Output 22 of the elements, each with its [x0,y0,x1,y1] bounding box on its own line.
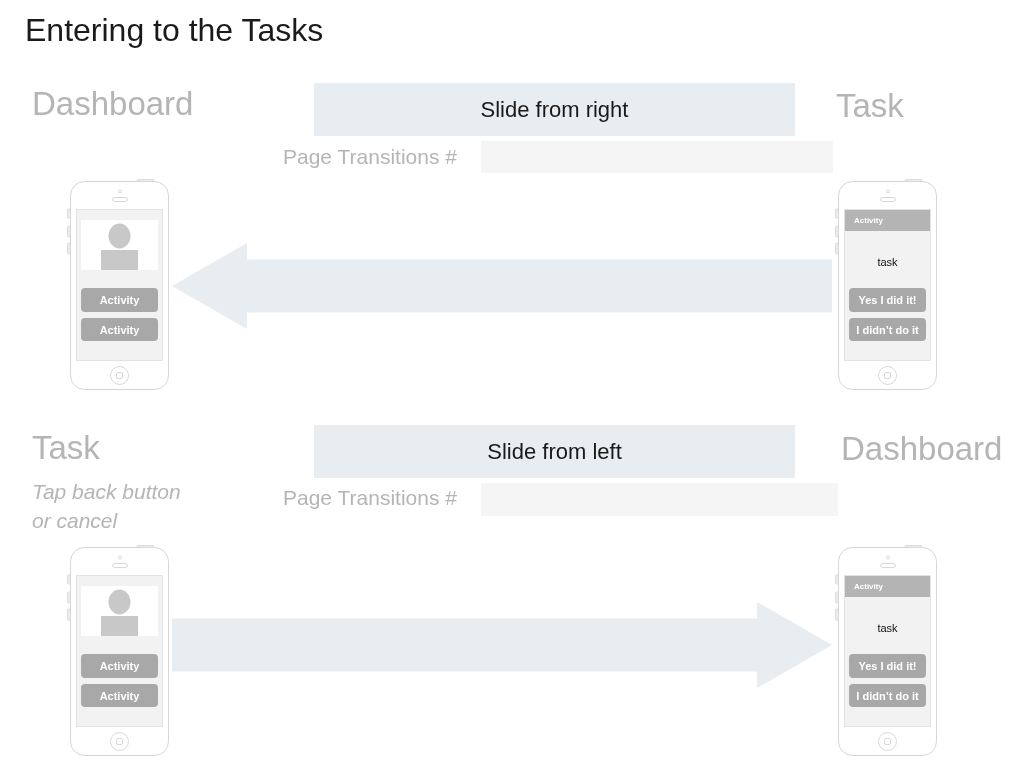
diagram-title: Entering to the Tasks [25,13,324,49]
action-button: Yes I did it! [849,288,926,312]
screen-title: Task [32,430,100,467]
action-button: Activity [81,288,158,312]
header-bar: Activity [845,210,930,231]
screen-title: Dashboard [32,86,194,123]
task-text: task [877,622,898,636]
screen-title: Dashboard [841,431,1003,468]
instruction-note: Tap back button or cancel [32,479,182,534]
task-text: task [877,256,898,270]
action-button: I didn’t do it [849,684,926,707]
field-label: Page Transitions # [283,485,457,511]
transition-banner: Slide from right [314,83,795,136]
field-label: Page Transitions # [283,144,457,170]
action-button: Activity [81,318,158,341]
action-button: Activity [81,654,158,678]
screen-title: Task [836,88,904,125]
transition-banner: Slide from left [314,425,795,478]
action-button: Activity [81,684,158,707]
action-button: Yes I did it! [849,654,926,678]
action-button: I didn’t do it [849,318,926,341]
header-bar: Activity [845,576,930,597]
